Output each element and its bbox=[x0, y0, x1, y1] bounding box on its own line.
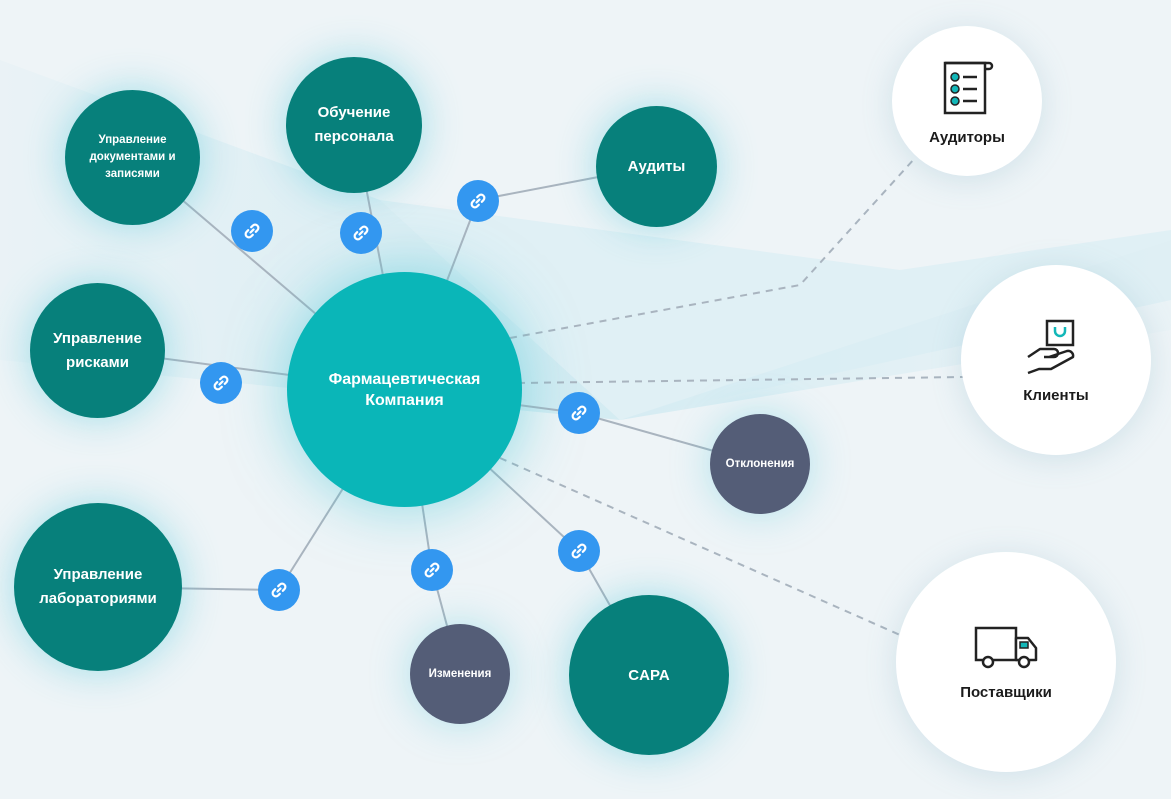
link-icon[interactable] bbox=[457, 180, 499, 222]
external-suppliers[interactable]: Поставщики bbox=[896, 552, 1116, 772]
node-training[interactable]: Обучение персонала bbox=[286, 57, 422, 193]
node-training-label: Обучение персонала bbox=[314, 104, 394, 145]
external-auditors[interactable]: Аудиторы bbox=[892, 26, 1042, 176]
node-audits-label: Аудиты bbox=[627, 158, 686, 175]
node-deviations[interactable]: Отклонения bbox=[710, 414, 810, 514]
node-capa-label: CAPA bbox=[628, 666, 670, 684]
link-icon[interactable] bbox=[340, 212, 382, 254]
link-icon[interactable] bbox=[558, 392, 600, 434]
external-suppliers-label: Поставщики bbox=[960, 683, 1052, 701]
checklist-icon bbox=[943, 61, 994, 114]
node-audits[interactable]: Аудиты bbox=[596, 106, 717, 227]
node-documents[interactable]: Управление документами и записями bbox=[65, 90, 200, 225]
external-clients-label: Клиенты bbox=[1023, 386, 1089, 404]
node-deviations-label: Отклонения bbox=[725, 458, 795, 470]
link-icon[interactable] bbox=[411, 549, 453, 591]
external-clients[interactable]: Клиенты bbox=[961, 265, 1151, 455]
node-center-company[interactable]: Фармацевтическая Компания bbox=[287, 272, 522, 507]
node-risks[interactable]: Управление рисками bbox=[30, 283, 165, 418]
link-icon[interactable] bbox=[200, 362, 242, 404]
node-changes[interactable]: Изменения bbox=[410, 624, 510, 724]
node-documents-label: Управление документами и записями bbox=[89, 134, 176, 180]
truck-icon bbox=[974, 626, 1038, 668]
external-auditors-label: Аудиторы bbox=[929, 128, 1005, 146]
node-changes-label: Изменения bbox=[428, 668, 492, 680]
node-labs-label: Управление лабораториями bbox=[39, 566, 157, 607]
node-center-label: Фармацевтическая Компания bbox=[328, 370, 481, 409]
hand-bag-icon bbox=[1027, 319, 1075, 374]
link-icon[interactable] bbox=[231, 210, 273, 252]
node-capa[interactable]: CAPA bbox=[569, 595, 729, 755]
node-risks-label: Управление рисками bbox=[53, 329, 142, 371]
node-labs[interactable]: Управление лабораториями bbox=[14, 503, 182, 671]
link-icon[interactable] bbox=[558, 530, 600, 572]
link-icon[interactable] bbox=[258, 569, 300, 611]
